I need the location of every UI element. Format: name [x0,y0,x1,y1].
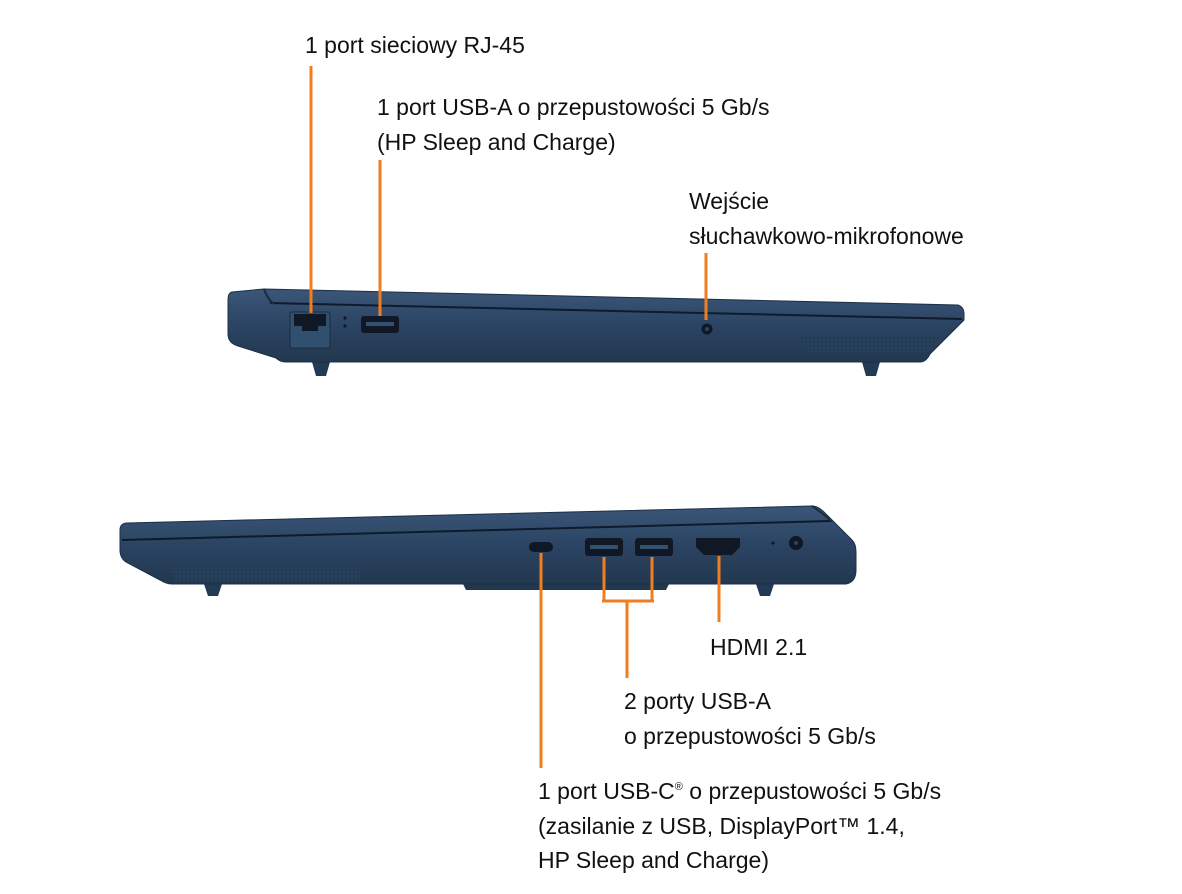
label-hdmi: HDMI 2.1 [710,634,808,660]
laptop-right-side [119,505,857,768]
laptop-left-side [227,66,965,376]
ethernet-port-icon [289,311,331,349]
led-indicator [343,316,347,320]
foot [862,362,880,376]
usb-a-port-icon [635,538,673,556]
foot [204,584,222,596]
label-usb-a-left: 1 port USB-A o przepustowości 5 Gb/s (HP… [377,94,770,155]
vent [800,336,940,352]
led-indicator [343,324,347,328]
usb-a-port-icon [361,316,399,333]
usb-c-port-icon [529,542,553,552]
vent [170,566,360,582]
usb-a-port-icon [585,538,623,556]
headphone-jack-icon [701,323,713,335]
label-rj45: 1 port sieciowy RJ-45 [305,32,525,58]
label-usb-c: 1 port USB-C® o przepustowości 5 Gb/s (z… [538,778,942,873]
power-jack-icon [789,536,803,550]
label-usb-a-right: 2 porty USB-A o przepustowości 5 Gb/s [624,688,876,749]
foot [756,584,774,596]
lid-seam [269,302,963,320]
foot [312,362,330,376]
led-indicator [771,541,775,545]
hdmi-port-icon [696,538,740,555]
lid-seam [121,520,831,541]
label-audio-jack: Wejście słuchawkowo-mikrofonowe [689,188,964,249]
